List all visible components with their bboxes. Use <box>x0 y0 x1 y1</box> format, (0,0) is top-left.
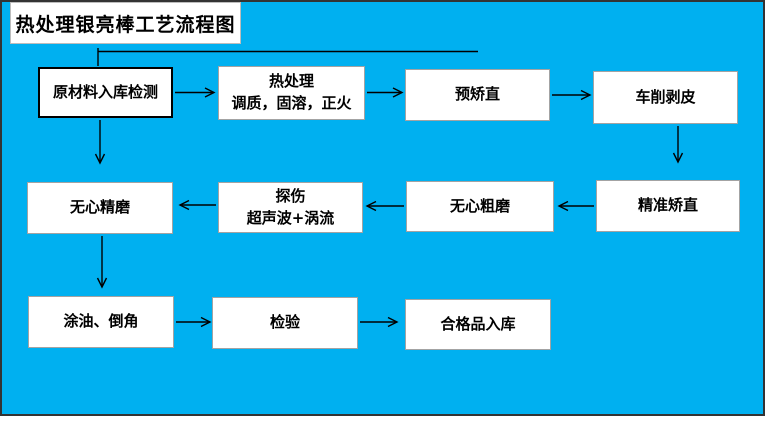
diagram-title-text: 热处理银亮棒工艺流程图 <box>15 13 236 36</box>
node-flaw-detection: 探伤 超声波+涡流 <box>218 182 363 233</box>
node-centerless-fine-grinding: 无心精磨 <box>27 182 173 234</box>
node-turning-peeling: 车削剥皮 <box>593 71 738 124</box>
node-precise-straightening: 精准矫直 <box>596 180 740 232</box>
diagram-title: 热处理银亮棒工艺流程图 <box>10 2 241 44</box>
node-pre-straightening: 预矫直 <box>405 69 550 121</box>
node-oiling-chamfering: 涂油、倒角 <box>28 296 174 348</box>
node-raw-material-inspection: 原材料入库检测 <box>38 67 173 118</box>
node-heat-treatment: 热处理 调质，固溶，正火 <box>218 66 365 120</box>
node-centerless-rough-grinding: 无心粗磨 <box>406 181 554 232</box>
node-qualified-storage: 合格品入库 <box>405 299 551 350</box>
node-inspection: 检验 <box>212 297 358 349</box>
